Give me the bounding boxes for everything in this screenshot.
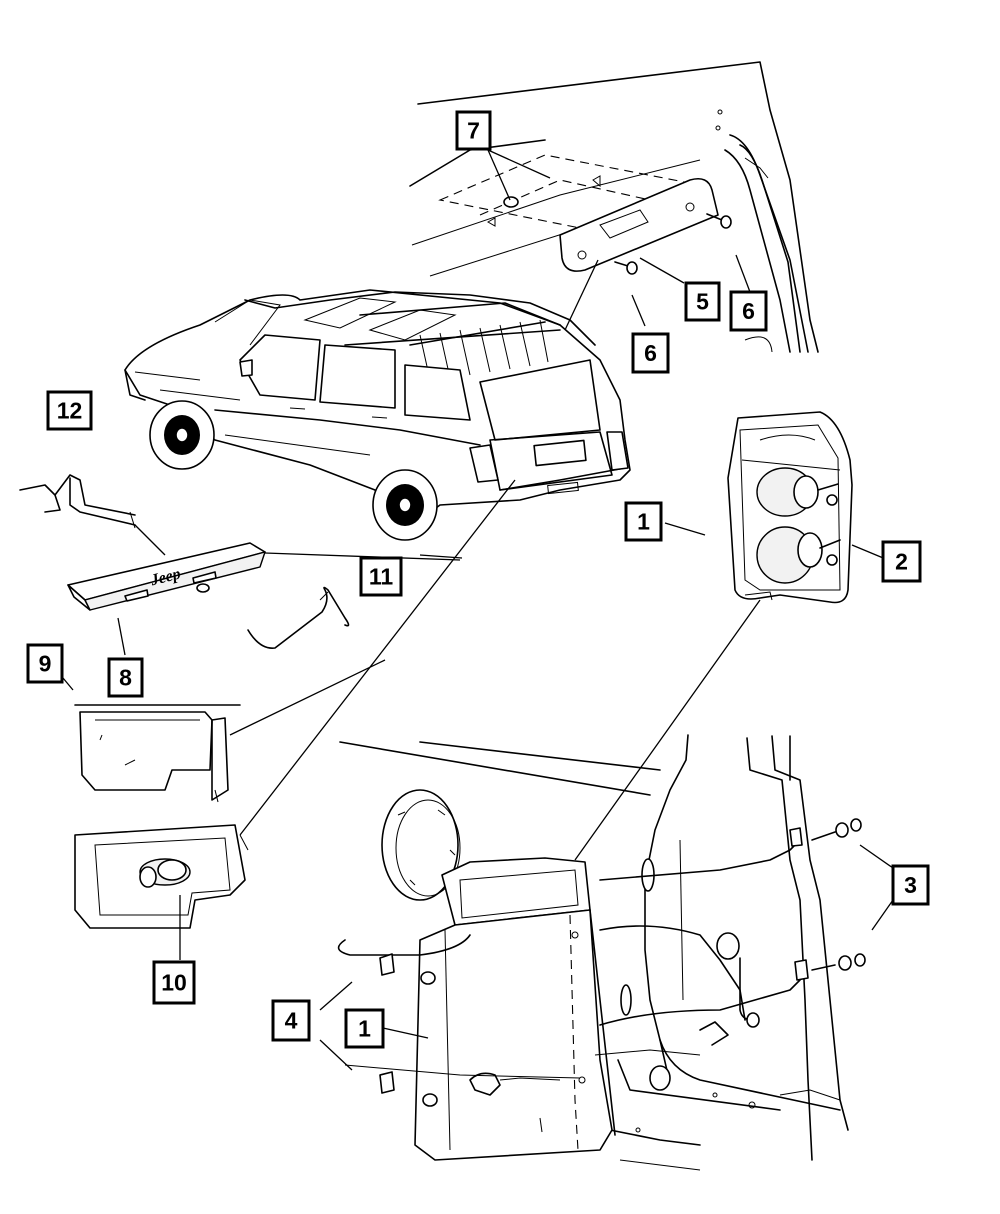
callout-1-bottom: 1 [344, 1008, 385, 1049]
callout-12-label: 12 [57, 398, 83, 424]
third-brake-light-fasteners [486, 175, 732, 275]
callout-9: 9 [26, 643, 64, 684]
callout-3: 3 [891, 864, 930, 906]
lamp-cover [74, 659, 386, 803]
callout-2-label: 2 [895, 549, 908, 575]
tail-lamp-housing [414, 857, 616, 1161]
vehicle-illustration [124, 289, 631, 541]
callout-7: 7 [455, 110, 492, 151]
third-brake-light-bracket [438, 154, 719, 272]
callout-8: 8 [107, 657, 144, 698]
callout-6-right: 6 [729, 290, 768, 332]
callout-10: 10 [152, 960, 196, 1005]
quarter-panel [339, 734, 849, 1171]
leader-lines-top [487, 149, 751, 331]
callout-11: 11 [359, 556, 403, 597]
callout-11-label: 11 [369, 564, 394, 590]
fuel-door-opening [381, 789, 461, 901]
callout-1-bottom-label: 1 [358, 1016, 371, 1042]
callout-7-label: 7 [467, 118, 480, 144]
license-lamp-bracket [19, 474, 166, 556]
callout-9-label: 9 [39, 651, 52, 677]
callout-10-label: 10 [161, 970, 187, 996]
callout-6-right-label: 6 [742, 298, 755, 324]
tail-lamp-lens [574, 411, 889, 861]
callout-8-label: 8 [119, 665, 132, 691]
callout-6-left-label: 6 [644, 340, 657, 366]
callout-5: 5 [684, 281, 721, 322]
callout-2: 2 [881, 540, 922, 583]
callout-1-top: 1 [624, 501, 663, 542]
callout-4-label: 4 [285, 1008, 298, 1034]
lamp-assembly-socket [74, 479, 516, 960]
callout-6-left: 6 [631, 332, 670, 374]
leaders-bottom [319, 981, 429, 1071]
callout-4: 4 [271, 999, 311, 1042]
lamp-mounting-screws [811, 818, 894, 971]
lamp-mounting-nuts [379, 827, 809, 1107]
lamp-wire [247, 586, 350, 649]
roof-panel-detail [409, 61, 819, 353]
callout-12: 12 [46, 390, 93, 431]
callout-3-label: 3 [904, 872, 917, 898]
callout-5-label: 5 [696, 289, 709, 315]
license-lamp-bar: Jeep [67, 542, 266, 611]
callout-1-top-label: 1 [637, 509, 650, 535]
